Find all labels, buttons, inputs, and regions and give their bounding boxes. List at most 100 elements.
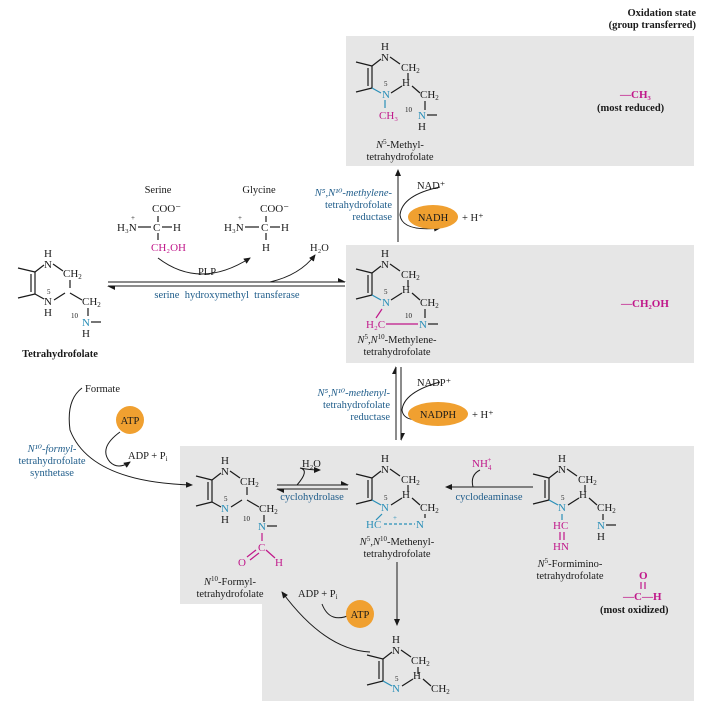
svg-text:CH2: CH2 bbox=[578, 474, 597, 487]
svg-text:CH₂OH: CH₂OH bbox=[151, 242, 186, 254]
formimino-thf-label-2: tetrahydrofolate bbox=[536, 571, 603, 582]
svg-text:CH2: CH2 bbox=[63, 268, 82, 281]
svg-text:H: H bbox=[173, 222, 181, 234]
nadh-pill bbox=[408, 205, 458, 229]
svg-text:N: N bbox=[597, 520, 605, 532]
svg-text:H: H bbox=[558, 453, 566, 465]
svg-text:H: H bbox=[381, 248, 389, 260]
svg-text:N: N bbox=[381, 52, 389, 64]
svg-text:H: H bbox=[597, 531, 605, 543]
svg-text:Glycine: Glycine bbox=[242, 185, 276, 196]
water-curve-2 bbox=[296, 466, 321, 486]
svg-text:CH2: CH2 bbox=[259, 503, 278, 516]
methylene-thf-structure: H N CH2 5 N H CH2 H₂C 10 N bbox=[355, 248, 439, 331]
svg-text:5: 5 bbox=[384, 494, 388, 502]
svg-text:10: 10 bbox=[243, 515, 251, 523]
atp-1: ATP bbox=[121, 416, 140, 427]
formyl-thf-structure: H N CH2 5 N H CH2 10 N C H O bbox=[195, 455, 283, 569]
methyl-thf-label-2: tetrahydrofolate bbox=[366, 152, 433, 163]
water-1: H₂O bbox=[310, 243, 329, 254]
methylene-thf-label: N5,N10-Methylene- bbox=[356, 333, 437, 346]
nh4-label: NH4+ bbox=[472, 456, 492, 472]
svg-text:H: H bbox=[402, 489, 410, 501]
svg-text:H: H bbox=[44, 248, 52, 260]
svg-text:10: 10 bbox=[405, 106, 413, 114]
svg-text:5: 5 bbox=[47, 288, 51, 296]
svg-text:+: + bbox=[131, 214, 135, 222]
methyl-panel bbox=[346, 36, 694, 166]
svg-text:H₂C: H₂C bbox=[366, 319, 385, 331]
svg-text:N: N bbox=[44, 296, 52, 308]
svg-text:+: + bbox=[238, 214, 242, 222]
svg-text:N: N bbox=[419, 319, 427, 331]
svg-text:N: N bbox=[381, 464, 389, 476]
atp-2: ATP bbox=[351, 610, 370, 621]
svg-text:N: N bbox=[558, 464, 566, 476]
plp-label: PLP bbox=[198, 267, 216, 278]
svg-text:N: N bbox=[82, 317, 90, 329]
svg-text:CH2: CH2 bbox=[431, 683, 450, 696]
methyl-thf-structure: H N CH2 N 5 H CH2 CH₃ 10 N H bbox=[355, 41, 439, 133]
methylene-panel bbox=[346, 245, 694, 363]
cyclohydrolase-name: cyclohydrolase bbox=[280, 492, 344, 503]
mthfr-name-3: reductase bbox=[352, 212, 392, 223]
svg-text:CH2: CH2 bbox=[240, 476, 259, 489]
thf-label: Tetrahydrofolate bbox=[22, 349, 98, 360]
svg-text:H: H bbox=[402, 77, 410, 89]
svg-text:5: 5 bbox=[384, 80, 388, 88]
hplus-2: + H⁺ bbox=[472, 410, 494, 421]
svg-text:N: N bbox=[418, 110, 426, 122]
svg-text:H₃N: H₃N bbox=[224, 222, 244, 234]
header-subtitle: (group transferred) bbox=[609, 20, 697, 31]
svg-text:H: H bbox=[82, 328, 90, 340]
svg-text:N: N bbox=[416, 519, 424, 531]
mthfd-name-1: N⁵,N¹⁰-methenyl- bbox=[316, 388, 390, 399]
svg-text:5: 5 bbox=[561, 494, 565, 502]
svg-text:10: 10 bbox=[405, 312, 413, 320]
nh4-curve bbox=[471, 469, 481, 488]
water-2: H₂O bbox=[302, 459, 321, 470]
return-to-formyl bbox=[281, 591, 371, 653]
nadh-curve bbox=[399, 186, 441, 232]
formyl-thf-label: N10-Formyl- bbox=[203, 575, 256, 588]
svg-text:CH2: CH2 bbox=[82, 296, 101, 309]
fths-name-2: tetrahydrofolate bbox=[18, 456, 85, 467]
fths-name-1: N¹⁰-formyl- bbox=[27, 444, 77, 455]
svg-text:CH2: CH2 bbox=[401, 62, 420, 75]
serine-structure: Serine COO⁻ H₃N + C H CH₂OH bbox=[117, 185, 186, 254]
svg-text:HN: HN bbox=[553, 541, 569, 553]
ox-ch3: —CH₃ bbox=[619, 89, 652, 101]
svg-text:CH2: CH2 bbox=[597, 502, 616, 515]
mthfr-name-2: tetrahydrofolate bbox=[325, 200, 392, 211]
glycine-structure: Glycine COO⁻ H₃N + C H H bbox=[224, 185, 289, 254]
svg-text:CH2: CH2 bbox=[411, 655, 430, 668]
adp-pi-1: ADP + Pi bbox=[128, 451, 168, 463]
serine-glycine-curve bbox=[157, 257, 251, 275]
atp-curve-1 bbox=[105, 431, 131, 468]
svg-text:CH2: CH2 bbox=[420, 89, 439, 102]
svg-text:H: H bbox=[44, 307, 52, 319]
svg-text:CH2: CH2 bbox=[420, 502, 439, 515]
svg-text:H: H bbox=[413, 670, 421, 682]
nadph-pill bbox=[408, 402, 468, 426]
methenyl-thf-label: N5,N10-Methenyl- bbox=[359, 535, 435, 548]
nadph-label: NADPH bbox=[420, 410, 457, 421]
mthfr-name-1: N⁵,N¹⁰-methylene- bbox=[314, 188, 393, 199]
methylene-thf-label-2: tetrahydrofolate bbox=[363, 347, 430, 358]
svg-text:H: H bbox=[418, 121, 426, 133]
svg-text:+: + bbox=[393, 514, 397, 522]
mthfd-name-3: reductase bbox=[350, 412, 390, 423]
svg-text:HC: HC bbox=[553, 520, 568, 532]
atp-pill-2 bbox=[346, 600, 374, 628]
svg-text:H: H bbox=[221, 455, 229, 467]
svg-text:CH2: CH2 bbox=[401, 269, 420, 282]
svg-text:10: 10 bbox=[71, 312, 79, 320]
methenyl-thf-structure: H N CH2 5 N H CH2 HC + N bbox=[355, 453, 439, 531]
svg-text:H: H bbox=[275, 557, 283, 569]
thf-to-formyl bbox=[68, 387, 193, 488]
methenyl-thf-label-2: tetrahydrofolate bbox=[363, 549, 430, 560]
header-title: Oxidation state bbox=[627, 8, 696, 19]
svg-text:N: N bbox=[221, 466, 229, 478]
svg-text:H: H bbox=[381, 453, 389, 465]
adp-pi-2: ADP + Pi bbox=[298, 589, 338, 601]
